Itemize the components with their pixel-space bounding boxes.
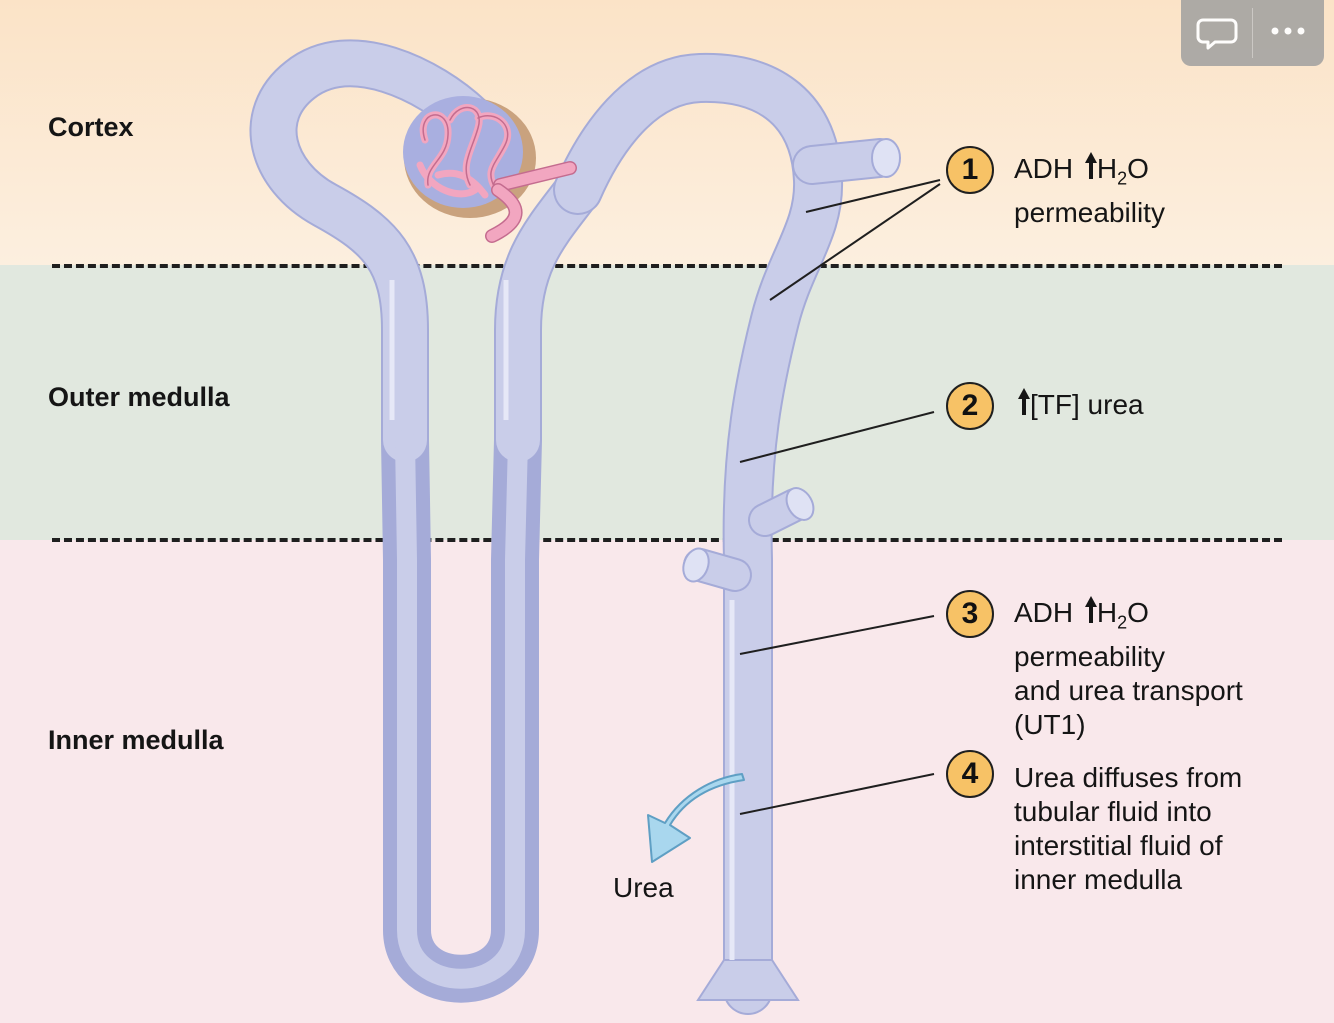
callout-4-text: Urea diffuses from tubular fluid into in… [1014,762,1243,895]
leader-line-4 [739,773,935,815]
up-arrow-icon [1081,152,1097,180]
cortex-label: Cortex [48,112,134,142]
callout-1-badge: 1 [946,146,994,194]
distal-tubule [553,52,844,1015]
outer-inner-medulla-divider [52,538,1282,542]
callout-2-text: [TF] urea [1014,388,1144,422]
callout-1-text: ADH H2O permeability [1014,152,1165,228]
callout-4-badge: 4 [946,750,994,798]
callout-3-text: ADH H2O permeability and urea transport … [1014,596,1243,740]
callout-2-badge: 2 [946,382,994,430]
up-arrow-icon [1014,388,1030,416]
leader-line-1a [805,179,941,213]
urea-diffusion-arrow [647,773,745,863]
image-toolbar [1181,0,1324,66]
callout-3-badge: 3 [946,590,994,638]
cortex-outer-medulla-divider [52,264,1282,268]
inner-medulla-zone [0,540,1334,1023]
collecting-duct-outlet [696,959,800,1001]
comment-button[interactable] [1181,0,1252,66]
more-icon [1271,27,1305,35]
up-arrow-icon [1081,596,1097,624]
leader-line-2 [739,411,935,463]
leader-line-3 [739,615,935,655]
outer-medulla-zone [0,265,1334,540]
cortex-zone [0,0,1334,265]
inner-medulla-label: Inner medulla [48,725,224,755]
comment-icon [1196,18,1238,50]
outer-medulla-label: Outer medulla [48,382,230,412]
more-options-button[interactable] [1253,0,1324,66]
leader-line-1b [769,183,941,301]
glomerulus [403,96,577,243]
urea-label: Urea [613,872,674,903]
